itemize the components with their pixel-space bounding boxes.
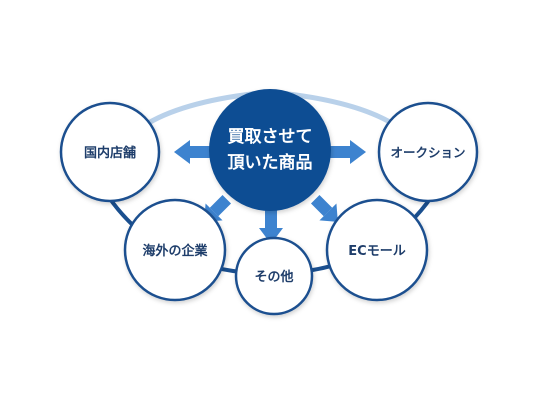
node-domestic-stores: 国内店舗 bbox=[59, 101, 161, 203]
arrow-right bbox=[328, 140, 366, 164]
node-overseas-companies-label: 海外の企業 bbox=[142, 243, 208, 259]
node-ec-mall-label: ECモール bbox=[348, 244, 405, 259]
center-node: 買取させて 頂いた商品 bbox=[209, 89, 331, 211]
center-label-line2: 頂いた商品 bbox=[228, 152, 313, 173]
node-others-label: その他 bbox=[254, 269, 293, 285]
node-overseas-companies: 海外の企業 bbox=[123, 198, 227, 302]
center-label-line1: 買取させて bbox=[228, 127, 313, 147]
node-auction-label: オークション bbox=[390, 145, 465, 160]
node-others: その他 bbox=[234, 236, 314, 316]
node-ec-mall: ECモール bbox=[325, 198, 429, 302]
node-domestic-stores-label: 国内店舗 bbox=[84, 145, 136, 161]
arrow-down-right bbox=[310, 194, 338, 222]
node-auction: オークション bbox=[377, 101, 479, 203]
arrow-left bbox=[174, 140, 212, 164]
